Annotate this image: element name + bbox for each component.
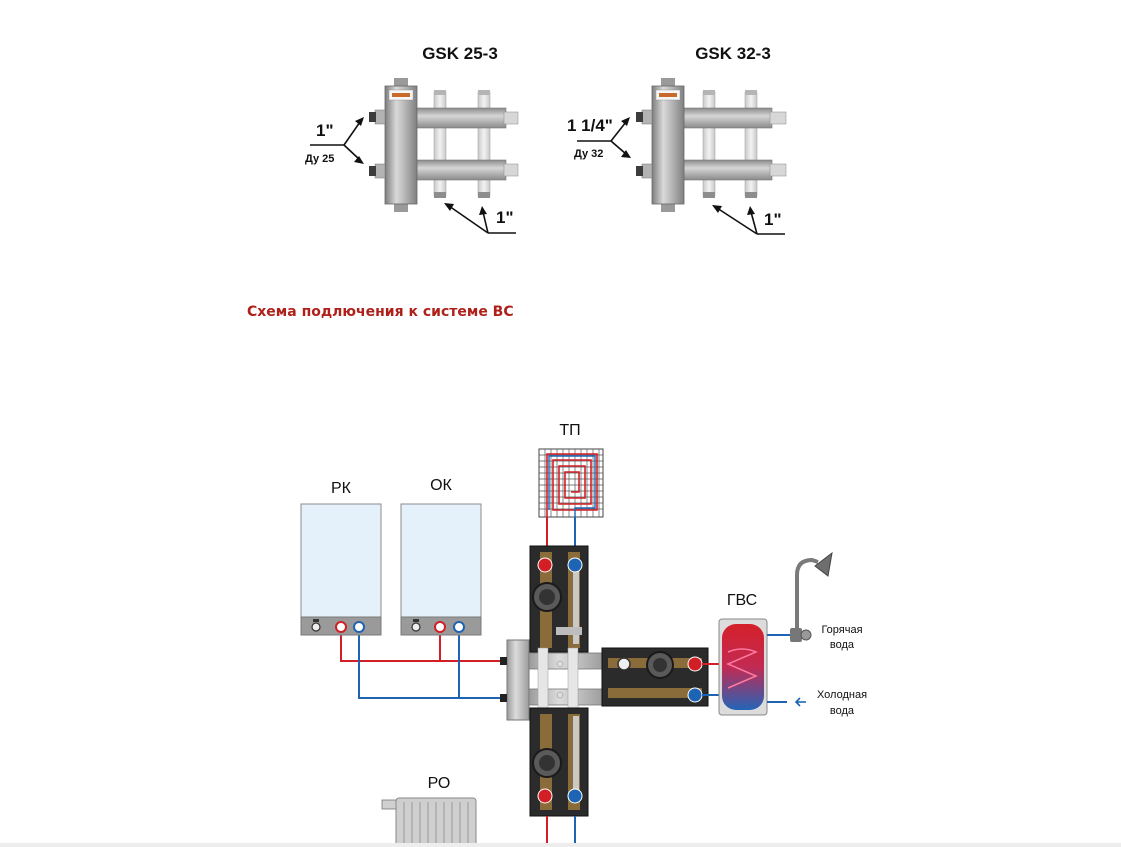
manifold-drawings: GSK 25-3 1" Ду 25 xyxy=(305,44,787,235)
page-bottom-edge xyxy=(0,843,1121,847)
hydraulic-hub xyxy=(500,639,605,721)
manifold-model-label: GSK 25-3 xyxy=(422,44,498,63)
radiator xyxy=(381,797,477,847)
pump-module-bottom xyxy=(529,707,589,817)
boiler-2 xyxy=(400,503,482,636)
floor-heating-grid xyxy=(538,448,604,518)
pump-module-right xyxy=(601,647,709,707)
inlet-size-label: 1" xyxy=(316,121,334,140)
hot-water-label-line1: Горячая xyxy=(821,624,862,636)
hot-water-tank xyxy=(718,618,768,716)
floor-heating-label: ТП xyxy=(559,422,580,439)
manifold-gsk-32-3: GSK 32-3 1 1/4" Ду 32 1" xyxy=(567,44,787,235)
inlet-size-label: 1 1/4" xyxy=(567,116,613,135)
manifold-gsk-25-3: GSK 25-3 1" Ду 25 xyxy=(305,44,519,234)
cold-water-label-line1: Холодная xyxy=(817,689,867,701)
hot-water-label-line2: вода xyxy=(830,639,855,651)
boiler-2-label: ОК xyxy=(430,477,452,494)
outlet-size-label: 1" xyxy=(764,210,782,229)
outlet-size-label: 1" xyxy=(496,208,514,227)
inlet-dn-label: Ду 25 xyxy=(305,153,334,165)
cold-water-arrow-icon xyxy=(794,697,806,707)
radiator-label: РО xyxy=(428,775,451,792)
inlet-dn-label: Ду 32 xyxy=(574,148,603,160)
boiler-pipes xyxy=(340,628,504,699)
hot-water-tank-label: ГВС xyxy=(727,592,757,609)
pump-module-top xyxy=(529,545,589,653)
cold-water-label-line2: вода xyxy=(830,705,855,717)
section-title: Схема подлючения к системе ВС xyxy=(247,304,514,320)
boiler-1-label: РК xyxy=(331,480,352,497)
shower-head xyxy=(790,551,833,642)
manifold-model-label: GSK 32-3 xyxy=(695,44,771,63)
boiler-1 xyxy=(300,503,382,636)
